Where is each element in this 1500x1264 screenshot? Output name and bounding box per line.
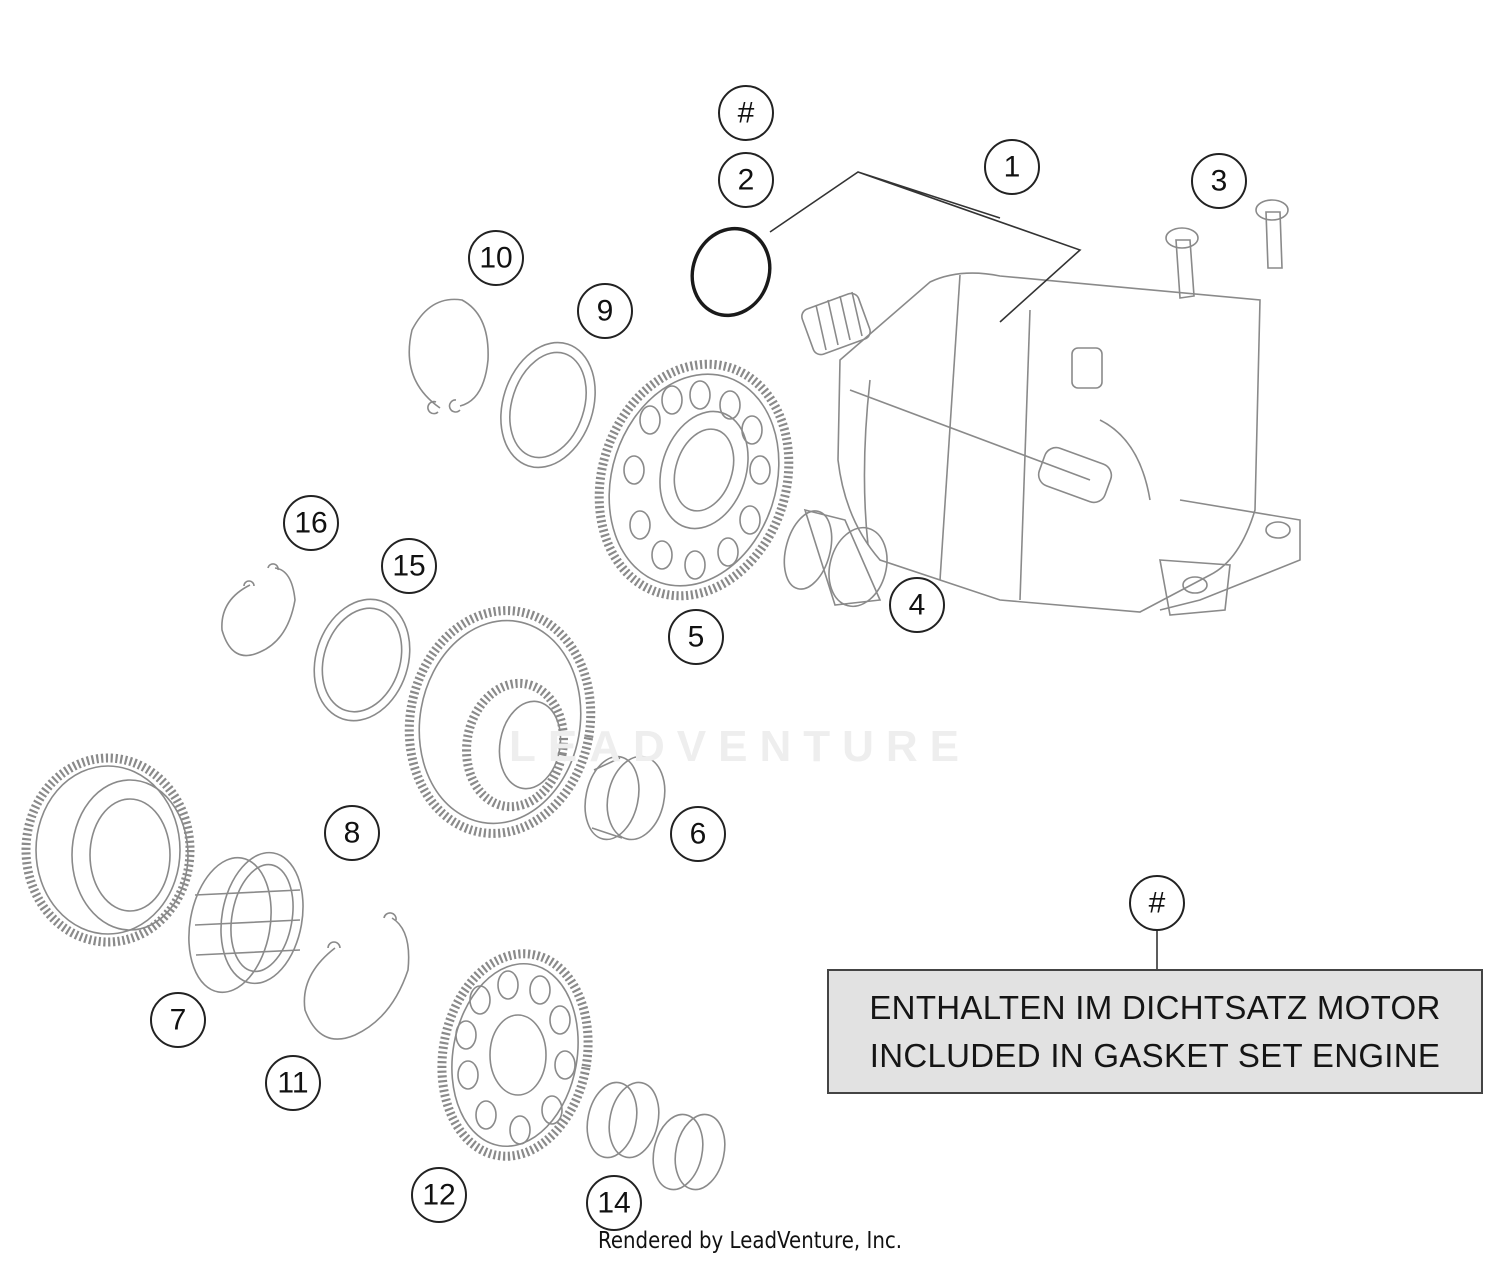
svg-text:4: 4 (909, 589, 926, 622)
svg-text:14: 14 (597, 1187, 630, 1220)
callout-15: 15 (381, 538, 437, 594)
svg-text:16: 16 (294, 507, 327, 540)
intermediate-gear-part (404, 606, 596, 838)
circlip-part (408, 298, 489, 415)
svg-text:8: 8 (344, 817, 361, 850)
reduction-gear-part (437, 949, 593, 1161)
note-line-english: INCLUDED IN GASKET SET ENGINE (869, 1036, 1441, 1074)
needle-bearings-part (586, 1081, 726, 1191)
svg-text:3: 3 (1211, 165, 1228, 198)
callout-16: 16 (283, 495, 339, 551)
freewheel-part (188, 851, 304, 994)
callout-9: 9 (577, 283, 633, 339)
callout-5: 5 (668, 609, 724, 665)
starter-motor-part (801, 272, 1301, 616)
callout-2: 2 (718, 152, 774, 208)
washer-part (500, 341, 596, 469)
svg-text:15: 15 (392, 550, 425, 583)
svg-text:11: 11 (277, 1067, 308, 1100)
callout-hash-top: # (718, 85, 774, 141)
svg-text:6: 6 (690, 818, 707, 851)
watermark: LEADVENTURE (508, 722, 972, 771)
callout-14: 14 (586, 1175, 642, 1231)
thrust-washer-part (313, 598, 411, 722)
callout-hash-note: # (1129, 875, 1185, 931)
svg-text:10: 10 (479, 242, 512, 275)
callout-7: 7 (150, 992, 206, 1048)
o-ring-part (690, 226, 772, 318)
footer-credit: Rendered by LeadVenture, Inc. (597, 1228, 903, 1254)
callout-3: 3 (1191, 153, 1247, 209)
svg-text:1: 1 (1004, 151, 1021, 184)
svg-text:9: 9 (597, 295, 614, 328)
large-circlip-part (303, 912, 410, 1040)
callout-8: 8 (324, 805, 380, 861)
svg-text:7: 7 (170, 1004, 187, 1037)
small-circlip-part (221, 563, 296, 657)
callout-12: 12 (411, 1167, 467, 1223)
gasket-note-box: ENTHALTEN IM DICHTSATZ MOTOR INCLUDED IN… (827, 969, 1483, 1094)
callout-11: 11 (265, 1055, 321, 1111)
svg-text:2: 2 (738, 164, 755, 197)
note-line-german: ENTHALTEN IM DICHTSATZ MOTOR (869, 988, 1441, 1026)
needle-bearing-part (584, 755, 666, 841)
bushing-part (783, 508, 888, 608)
leader-line-1 (769, 171, 1082, 323)
svg-text:12: 12 (422, 1179, 455, 1212)
large-gear-part (594, 359, 794, 601)
callout-4: 4 (889, 577, 945, 633)
bolts-part (1165, 199, 1289, 299)
svg-text:5: 5 (688, 621, 705, 654)
callout-10: 10 (468, 230, 524, 286)
callout-1: 1 (984, 139, 1040, 195)
freewheel-gear-part (21, 753, 195, 947)
svg-text:#: # (738, 97, 755, 130)
callout-6: 6 (670, 806, 726, 862)
svg-text:#: # (1149, 887, 1166, 920)
